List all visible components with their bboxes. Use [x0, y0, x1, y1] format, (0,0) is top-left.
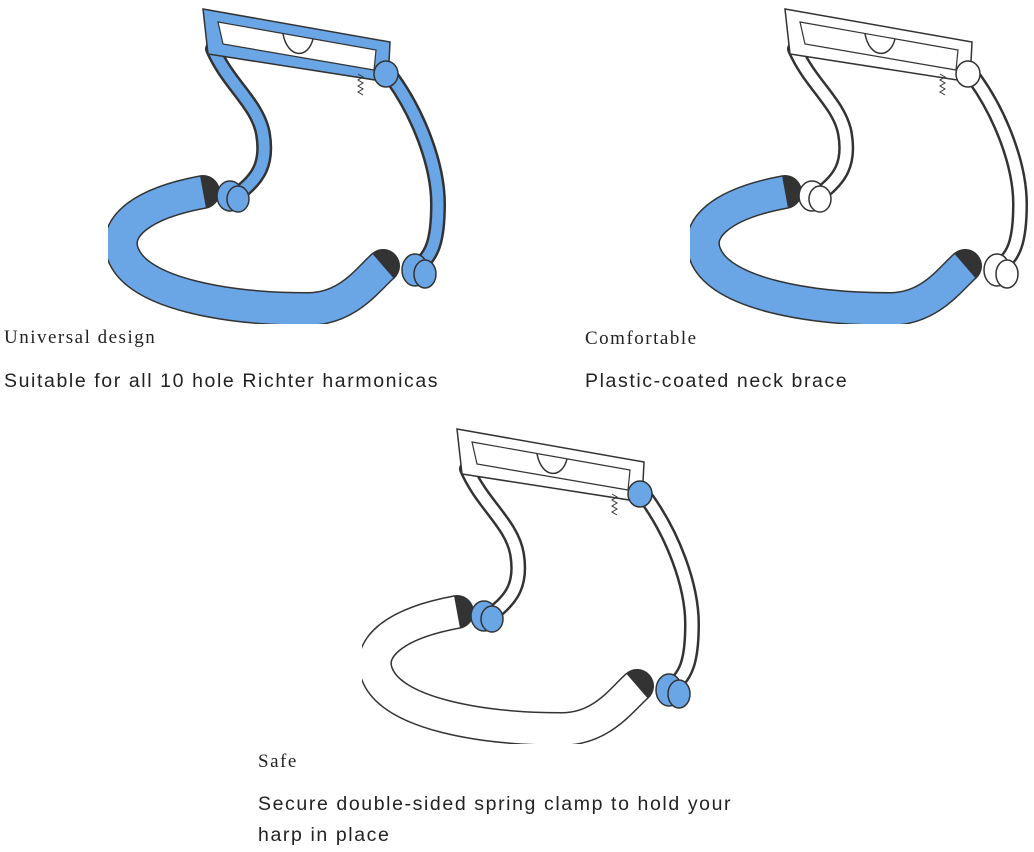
feature-title: Safe — [258, 751, 298, 772]
feature-description-line2: harp in place — [258, 824, 391, 846]
holder-image-comfortable — [690, 4, 1034, 329]
holder-image-safe — [362, 424, 707, 749]
feature-description: Suitable for all 10 hole Richter harmoni… — [4, 370, 440, 392]
feature-title: Comfortable — [585, 328, 698, 349]
holder-image-universal — [108, 4, 453, 329]
feature-description: Plastic-coated neck brace — [585, 370, 849, 392]
feature-title: Universal design — [4, 327, 157, 348]
feature-description-line1: Secure double-sided spring clamp to hold… — [258, 793, 733, 815]
